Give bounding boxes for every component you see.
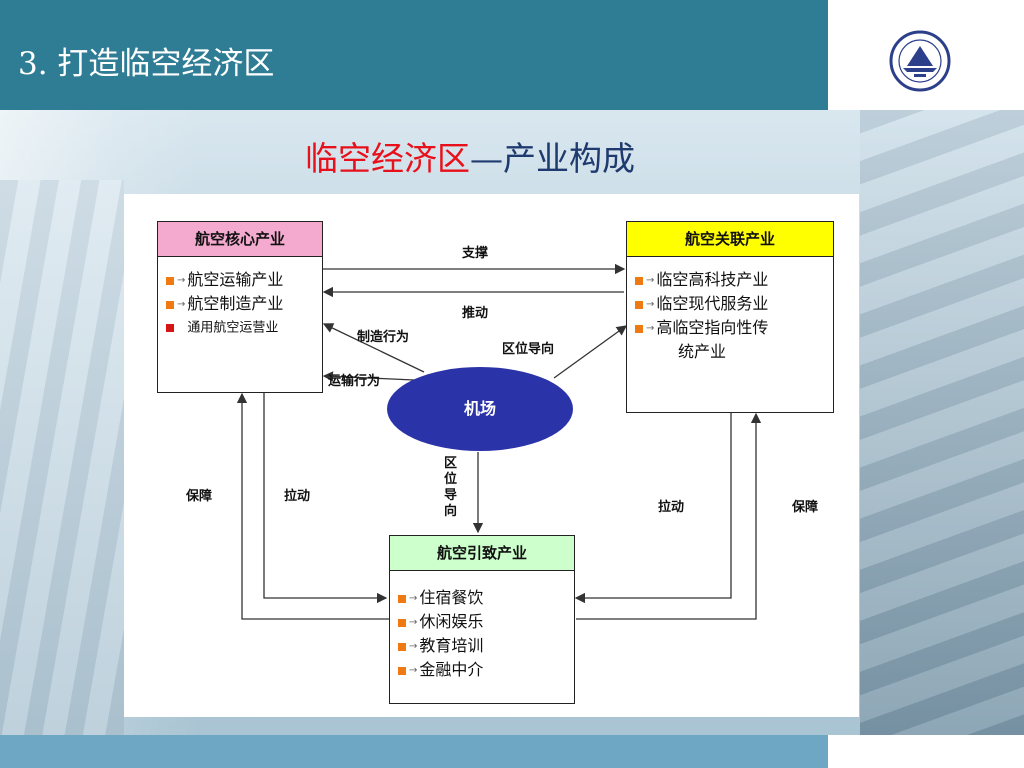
related-industry-box: 航空关联产业 →临空高科技产业 →临空现代服务业 →高临空指向性传 统产业 [626, 221, 834, 413]
subtitle-highlight: 临空经济区 [305, 139, 470, 178]
bullet-icon [398, 642, 406, 651]
arrow-icon: → [409, 664, 418, 676]
arrow-icon: → [177, 274, 186, 286]
subtitle-rest: —产业构成 [470, 139, 635, 178]
slide-subtitle: 临空经济区—产业构成 [0, 132, 940, 180]
list-item-continued: 统产业 [678, 342, 727, 361]
arrow-icon: → [646, 322, 655, 334]
arrow-pull-right [574, 412, 732, 604]
arrow-icon: → [646, 298, 655, 310]
footer-bar [0, 735, 828, 768]
bullet-icon [398, 618, 406, 627]
list-item: →临空现代服务业 [627, 292, 833, 316]
university-logo-icon [889, 30, 951, 92]
core-industry-title: 航空核心产业 [158, 222, 322, 257]
arrow-icon: → [409, 616, 418, 628]
list-item: →金融中介 [390, 658, 574, 682]
core-industry-box: 航空核心产业 →航空运输产业 →航空制造产业 →通用航空运营业 [157, 221, 323, 393]
label-pull-right: 拉动 [658, 500, 685, 515]
label-manufacturing: 制造行为 [357, 330, 410, 345]
bullet-icon [398, 666, 406, 675]
label-guarantee-left: 保障 [186, 489, 213, 504]
list-item: →航空运输产业 [158, 268, 322, 292]
label-push: 推动 [462, 306, 489, 321]
label-pull-left: 拉动 [284, 489, 311, 504]
bullet-icon [166, 324, 174, 332]
list-item: →住宿餐饮 [390, 586, 574, 610]
background-photo-left [0, 180, 124, 735]
induced-industry-box: 航空引致产业 →住宿餐饮 →休闲娱乐 →教育培训 →金融中介 [389, 535, 575, 704]
footer-right-area [828, 735, 1024, 768]
background-photo-right [860, 110, 1024, 735]
arrow-transport [322, 371, 415, 382]
induced-industry-title: 航空引致产业 [390, 536, 574, 571]
bullet-icon [398, 594, 406, 603]
label-guarantee-right: 保障 [792, 500, 819, 515]
label-support: 支撑 [462, 246, 489, 261]
industry-structure-diagram: 航空核心产业 →航空运输产业 →航空制造产业 →通用航空运营业 航空关联产业 →… [124, 194, 859, 717]
diagram-arrows [236, 263, 762, 620]
arrow-icon: → [177, 298, 186, 310]
list-item: →教育培训 [390, 634, 574, 658]
arrow-location-right [553, 325, 628, 379]
list-item: →通用航空运营业 [158, 316, 322, 340]
slide-title: 3. 打造临空经济区 [18, 46, 275, 82]
arrow-pull-left [263, 392, 388, 604]
bullet-icon [635, 300, 643, 309]
arrow-guarantee-left [236, 392, 389, 620]
arrow-guarantee-right [576, 412, 762, 620]
arrow-icon: → [409, 592, 418, 604]
header-bar: 3. 打造临空经济区 [0, 0, 828, 110]
list-item: →高临空指向性传 [627, 316, 833, 340]
label-location-right: 区位导向 [502, 342, 555, 357]
arrow-icon: → [646, 274, 655, 286]
list-item: →临空高科技产业 [627, 268, 833, 292]
bullet-icon [635, 324, 643, 333]
arrow-icon: → [409, 640, 418, 652]
bullet-icon [166, 276, 174, 285]
arrow-manufacturing [322, 323, 425, 373]
label-transport: 运输行为 [328, 374, 381, 389]
airport-node: 机场 [387, 367, 573, 451]
related-industry-title: 航空关联产业 [627, 222, 833, 257]
bullet-icon [166, 300, 174, 309]
list-item: →休闲娱乐 [390, 610, 574, 634]
list-item: →航空制造产业 [158, 292, 322, 316]
label-location-down: 区位导向 [444, 456, 458, 519]
bullet-icon [635, 276, 643, 285]
